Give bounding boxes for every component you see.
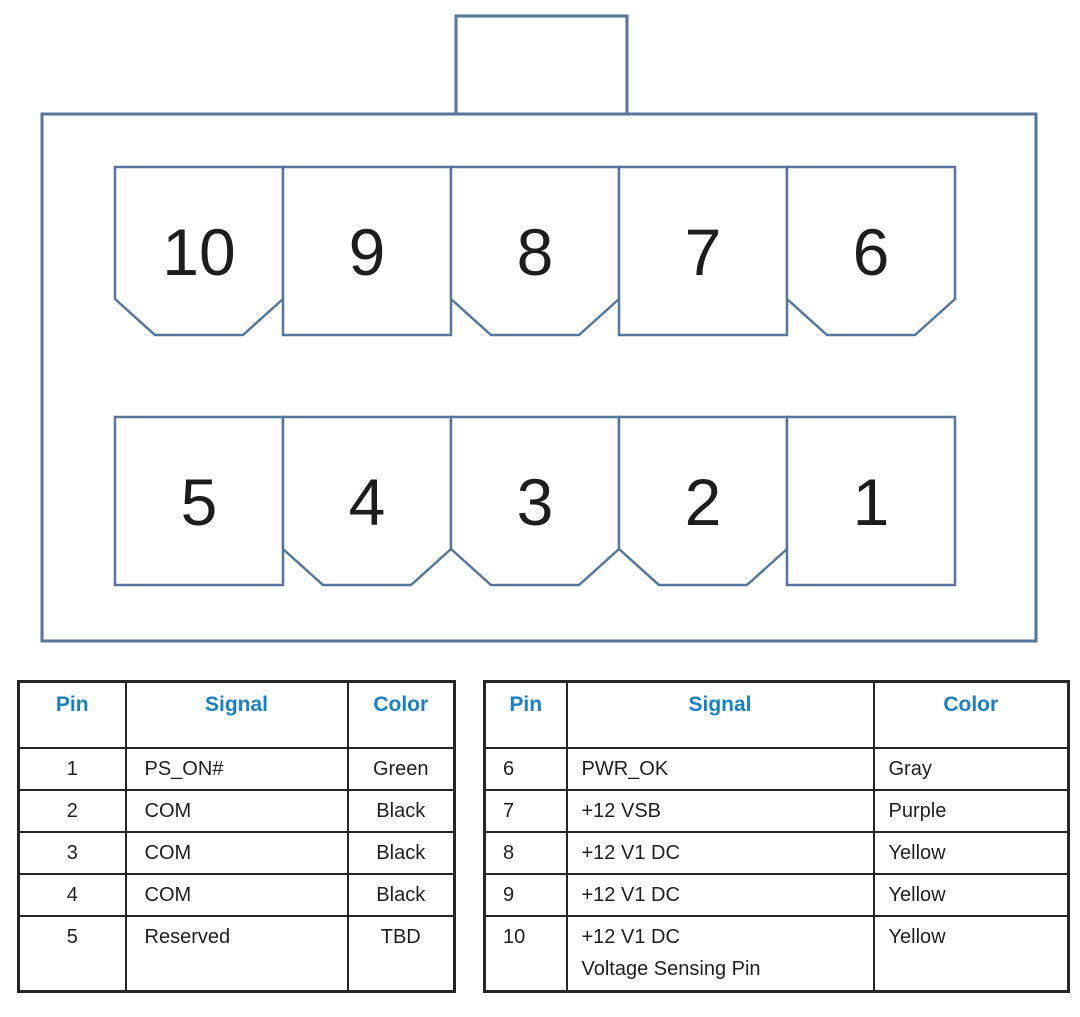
cell-pin: 8	[483, 830, 568, 875]
table-row-pin-10: 10 +12 V1 DC Voltage Sensing Pin Yellow	[483, 914, 1070, 993]
connector-diagram: 10 9 8 7 6 5 4 3 2 1	[40, 14, 1038, 643]
cell-signal: PS_ON#	[124, 746, 349, 791]
cell-signal: COM	[124, 788, 349, 833]
cell-signal: Reserved	[124, 914, 349, 993]
cell-pin: 10	[483, 914, 568, 993]
cell-color: Black	[346, 830, 456, 875]
cell-color: Gray	[872, 746, 1070, 791]
cell-color: Black	[346, 872, 456, 917]
pin-number: 9	[349, 215, 386, 289]
signal-line-2: Voltage Sensing Pin	[581, 957, 761, 980]
column-header-signal: Signal	[565, 680, 875, 749]
cell-pin: 7	[483, 788, 568, 833]
pin-number: 3	[517, 465, 554, 539]
cell-signal: +12 VSB	[565, 788, 875, 833]
cell-signal: +12 V1 DC	[565, 830, 875, 875]
cell-color: Yellow	[872, 830, 1070, 875]
pin-number: 2	[685, 465, 722, 539]
pin-cavity-9	[281, 165, 453, 337]
pin-number: 10	[162, 215, 235, 289]
cell-pin: 4	[17, 872, 127, 917]
cell-pin: 2	[17, 788, 127, 833]
cell-pin: 5	[17, 914, 127, 993]
cell-pin: 9	[483, 872, 568, 917]
pin-number: 8	[517, 215, 554, 289]
cell-color: Yellow	[872, 914, 1070, 993]
column-header-color: Color	[872, 680, 1070, 749]
cell-color: Purple	[872, 788, 1070, 833]
pin-number: 6	[853, 215, 890, 289]
cell-color: Yellow	[872, 872, 1070, 917]
cell-signal: PWR_OK	[565, 746, 875, 791]
cell-signal: COM	[124, 872, 349, 917]
cell-signal: +12 V1 DC	[565, 872, 875, 917]
signal-line-1: +12 V1 DC	[581, 925, 680, 948]
pin-number: 1	[853, 465, 890, 539]
cell-pin: 3	[17, 830, 127, 875]
column-header-signal: Signal	[124, 680, 349, 749]
column-header-pin: Pin	[17, 680, 127, 749]
connector-latch-tab	[454, 14, 629, 115]
column-header-pin: Pin	[483, 680, 568, 749]
cell-color: Black	[346, 788, 456, 833]
pin-number: 4	[349, 465, 386, 539]
cell-pin: 6	[483, 746, 568, 791]
pin-number: 5	[181, 465, 218, 539]
cell-color: TBD	[346, 914, 456, 993]
pin-cavity-6	[785, 165, 957, 337]
cell-color: Green	[346, 746, 456, 791]
column-header-color: Color	[346, 680, 456, 749]
pin-number: 7	[685, 215, 722, 289]
cell-signal: +12 V1 DC Voltage Sensing Pin	[565, 914, 875, 993]
cell-pin: 1	[17, 746, 127, 791]
pin-cavity-1	[785, 415, 957, 587]
cell-signal: COM	[124, 830, 349, 875]
